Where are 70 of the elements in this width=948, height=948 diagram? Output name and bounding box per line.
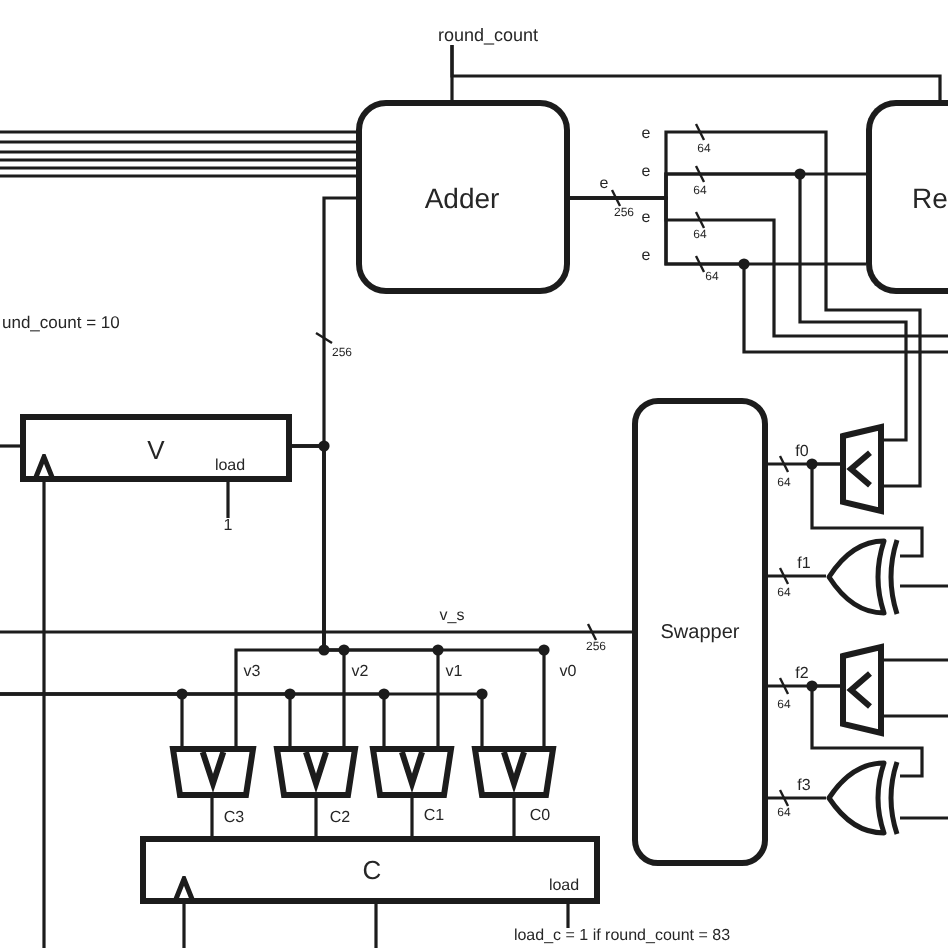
- port-label: load: [214, 458, 246, 474]
- wire: [410, 798, 414, 836]
- wire: [768, 574, 826, 578]
- wire: [566, 904, 570, 928]
- signal-name: e: [641, 210, 651, 226]
- wire: [512, 798, 516, 836]
- wire: [374, 904, 378, 948]
- wire: [884, 714, 948, 718]
- block-title: V: [147, 437, 165, 463]
- signal-name: C3: [223, 810, 245, 826]
- register-block: [866, 100, 948, 294]
- condition-note: und_count = 10: [2, 313, 120, 331]
- block-title: C: [362, 857, 382, 883]
- signal-name: f0: [795, 444, 809, 460]
- signal-name: e: [641, 248, 651, 264]
- wire: [31, 454, 57, 948]
- multiplexer-symbol: [170, 746, 256, 798]
- adder-block: [356, 100, 570, 294]
- signal-name: f2: [795, 666, 809, 682]
- block-title: Re: [912, 184, 948, 212]
- swapper-block: [632, 398, 768, 866]
- register-block: [140, 836, 600, 904]
- signal-name: e: [641, 164, 651, 180]
- signal-name: C0: [529, 808, 551, 824]
- signal-name: e: [641, 126, 651, 142]
- port-label: load: [548, 878, 580, 894]
- signal-name: v1: [445, 664, 463, 680]
- signal-name: C1: [423, 808, 445, 824]
- multiplexer-symbol: [840, 644, 884, 736]
- signal-name: v0: [559, 664, 577, 680]
- wire: [768, 796, 826, 800]
- signal-name: v_s: [439, 608, 465, 624]
- wire: [0, 166, 356, 170]
- wire: [210, 798, 214, 836]
- multiplexer-symbol: [472, 746, 556, 798]
- signal-name: C2: [329, 810, 351, 826]
- wire: [810, 462, 924, 558]
- wire: [450, 45, 942, 100]
- wire: [314, 798, 318, 836]
- wire: [0, 692, 484, 746]
- multiplexer-symbol: [370, 746, 454, 798]
- wire: [0, 130, 356, 134]
- wire: [0, 158, 356, 162]
- block-title: Adder: [424, 184, 500, 212]
- wire: [0, 174, 356, 178]
- multiplexer-symbol: [274, 746, 358, 798]
- wire: [0, 140, 356, 144]
- multiplexer-symbol: [840, 424, 884, 514]
- wire: [0, 150, 356, 154]
- block-title: Swapper: [660, 624, 740, 644]
- wire: [0, 630, 632, 634]
- signal-name: f1: [797, 556, 811, 572]
- register-block: [20, 414, 292, 482]
- wire: [884, 658, 948, 662]
- condition-note: load_c = 1 if round_count = 83: [513, 928, 731, 944]
- wire: [900, 584, 948, 588]
- signal-name: e: [599, 176, 609, 192]
- wire: [0, 444, 20, 448]
- xor-gate-symbol: [826, 760, 900, 836]
- constant-value: 1: [223, 518, 233, 534]
- signal-name: f3: [797, 778, 811, 794]
- signal-name: v2: [351, 664, 369, 680]
- wire: [226, 482, 230, 518]
- wire: [171, 876, 197, 948]
- wire: [810, 684, 924, 778]
- wire: [900, 816, 948, 820]
- wire: [292, 444, 546, 746]
- signal-name: round_count: [437, 27, 539, 45]
- signal-name: v3: [243, 664, 261, 680]
- xor-gate-symbol: [826, 538, 900, 616]
